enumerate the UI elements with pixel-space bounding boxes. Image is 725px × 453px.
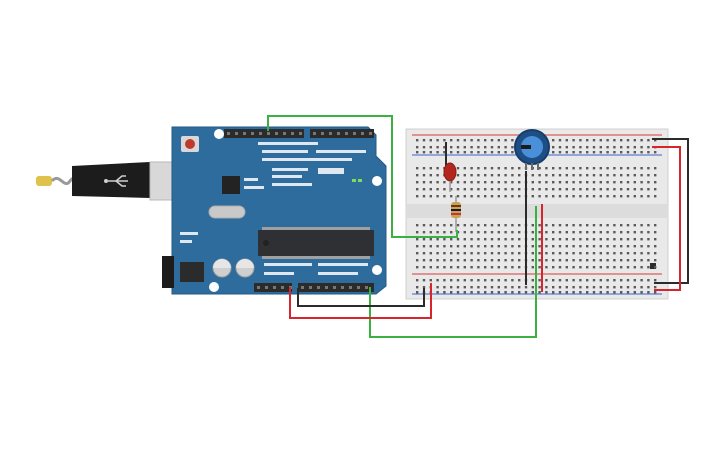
wire-black-rail-bridge[interactable] [652,138,689,284]
arduino-uno-board[interactable] [162,126,387,295]
digital-header-left[interactable] [224,129,304,138]
crystal-oscillator-icon [208,205,246,219]
breadboard-marker [650,263,656,269]
voltage-regulator [180,262,204,282]
mounting-hole [214,129,224,139]
wire-red-5v-to-rail[interactable] [289,283,432,319]
silkscreen-markings [180,142,368,275]
power-jack-icon[interactable] [162,256,174,288]
mounting-hole [372,176,382,186]
microcontroller-chip-icon [258,227,374,259]
mounting-hole [372,265,382,275]
wire-green-digital-to-resistor[interactable] [267,115,458,238]
capacitors [212,258,255,278]
breadboard-holes [416,139,657,294]
usb-plug-body [72,162,150,198]
usb-cable-end [36,176,52,186]
potentiometer-icon[interactable] [514,129,550,170]
wire-black-gnd-to-rail[interactable] [297,288,425,307]
mounting-hole [209,282,219,292]
status-leds [352,179,362,182]
usb-interface-chip [222,176,240,194]
digital-header-right[interactable] [310,129,374,138]
usb-connector-icon [104,175,128,187]
resistor-icon[interactable] [451,196,461,232]
wire-red-rail-bridge[interactable] [652,146,681,291]
reset-button-icon[interactable] [181,136,199,152]
led-icon[interactable] [443,142,457,192]
wire-green-analog-to-potentiometer[interactable] [369,206,537,338]
